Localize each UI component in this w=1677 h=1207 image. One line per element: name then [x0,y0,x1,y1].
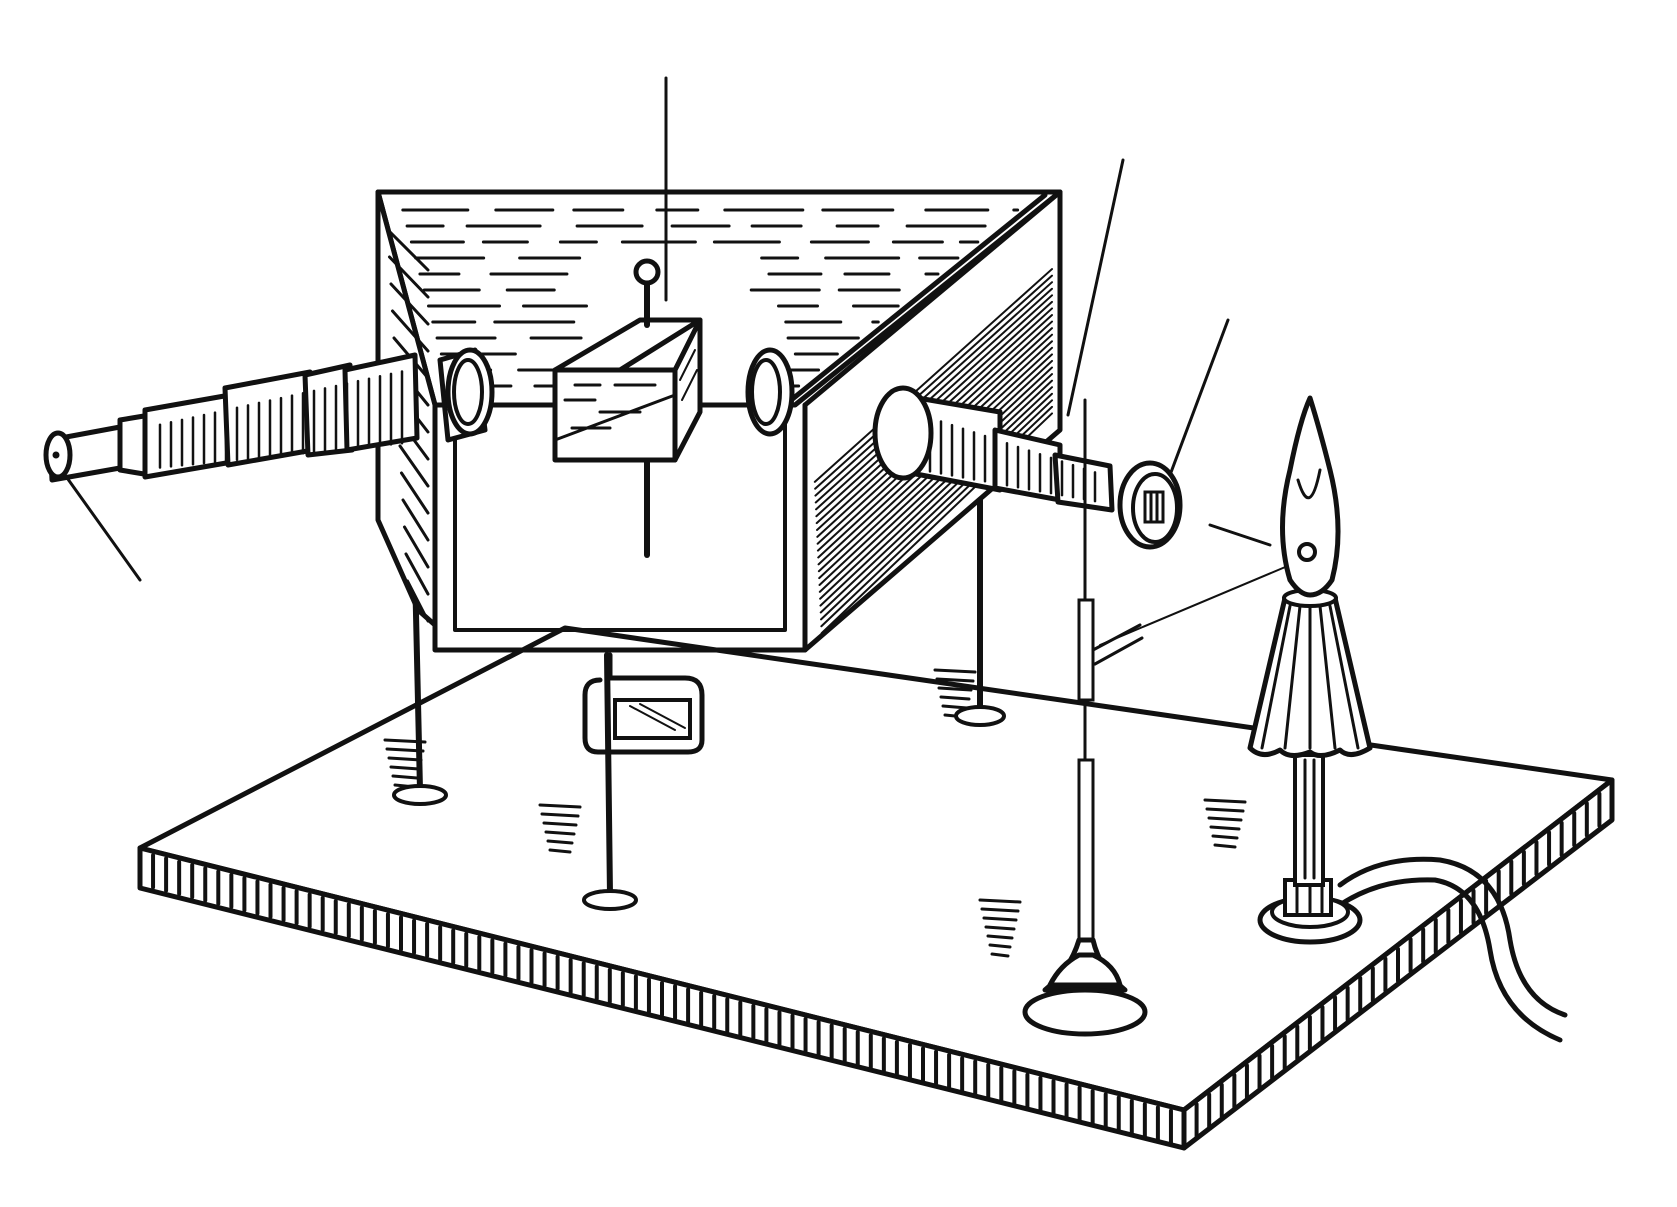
hatch-line [814,274,1053,490]
bunsen-burner [1247,395,1568,1043]
burner-tube [1293,753,1325,887]
telescope [43,347,495,582]
hatch-line [819,386,1053,607]
hatch-line [400,471,430,515]
hatch-line [548,848,572,854]
hatch-line [1318,604,1337,750]
pointer-lines [664,76,1291,646]
gas-hose [1337,856,1568,1018]
hatch-line [1328,604,1360,750]
hatch-line [544,830,576,836]
hatch-line [406,579,430,623]
hatch-line [986,934,1014,940]
hatch-line [389,765,421,771]
slit [1143,490,1165,524]
hatch-line [540,812,580,818]
hatch-line [819,392,1053,614]
hatch-line [978,898,1022,904]
hatch-line [391,774,419,780]
hatch-line [546,839,574,845]
base-board [137,625,1615,1151]
hatch-line [1205,807,1245,813]
hatch-line [389,282,430,326]
hatch-line [818,373,1053,593]
hatch-line [933,668,977,674]
hatch-line [404,552,430,596]
hatch-line [538,803,582,809]
hatch-line [1260,604,1292,750]
hatch-line [980,907,1020,913]
rod-foot-left [392,784,448,806]
hatch-line [937,686,973,692]
prism-knob [633,258,661,286]
hatch-line [813,268,1053,483]
hatch-line [1203,798,1247,804]
hatch-line [1209,825,1241,831]
edge-hatch-front [151,853,1173,1145]
hatch-line [1283,604,1302,750]
hatch-line [990,952,1010,958]
chimney-ribs [1260,604,1360,750]
hatch-line [398,444,430,488]
prism [552,258,703,558]
hatch-line [939,695,971,701]
rod-foot-right [954,705,1006,727]
hatch-line [403,525,430,569]
hatch-line [814,287,1053,504]
hatch-line [387,756,423,762]
hatch-line [386,228,430,272]
collimator-hatch [928,416,1097,503]
hatch-line [935,677,975,683]
hatch-line [1207,816,1243,822]
sample-bead [1297,542,1317,562]
sample-stand [1022,398,1148,1037]
sample-holder-sleeve [1077,598,1095,702]
hatch-line [391,309,430,353]
hatch-line [388,255,430,299]
rod-foot-center [582,889,638,911]
edge-hatch-side [1194,791,1602,1139]
hatch-line [542,821,578,827]
hatch-line [401,498,430,542]
collimator [745,347,1183,550]
housing [375,189,1063,653]
hatch-line [982,916,1018,922]
hatch-line [988,943,1012,949]
hatch-line [984,925,1016,931]
hatch-line [819,379,1053,600]
hatch-line [814,281,1053,497]
hatch-line [1211,834,1239,840]
hatch-line [1213,843,1237,849]
telescope-hatch [158,370,404,469]
